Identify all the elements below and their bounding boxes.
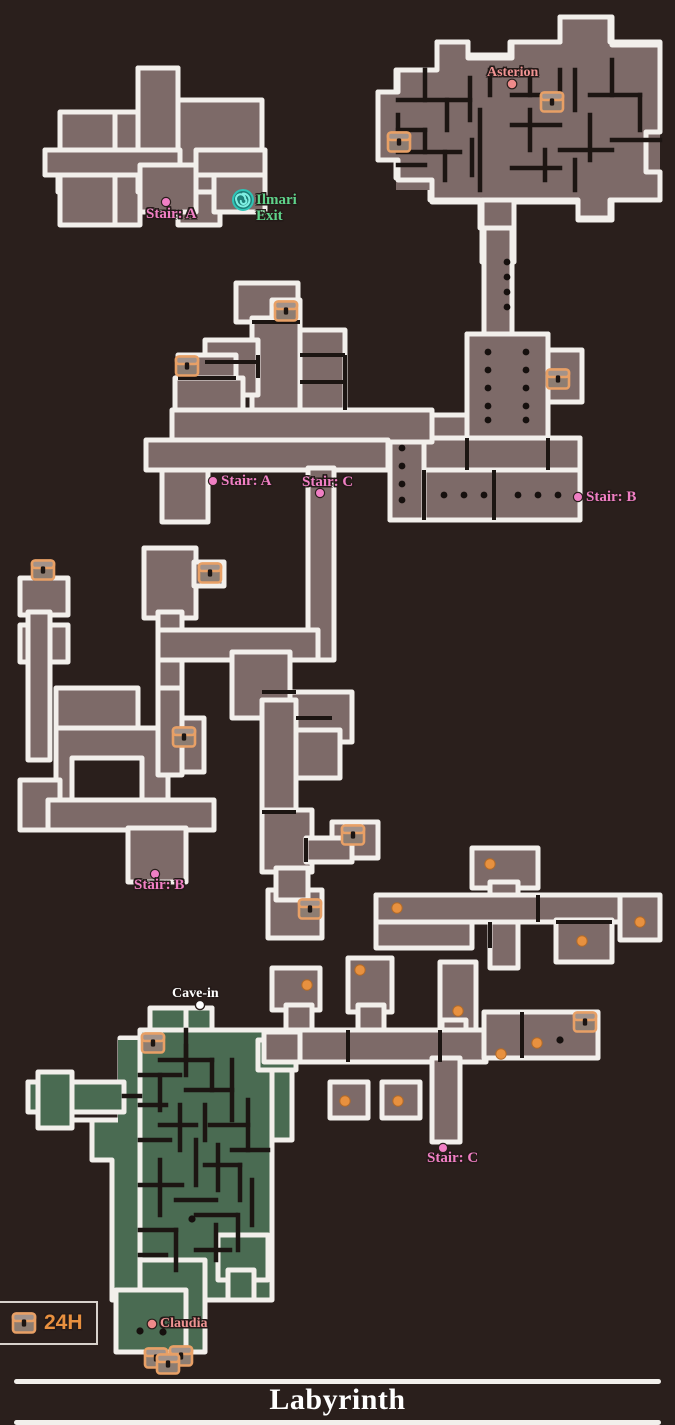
treasure-chest-icon[interactable] xyxy=(174,355,200,377)
stair-marker-dot[interactable] xyxy=(572,491,584,503)
maze-walls-top-right xyxy=(395,57,663,193)
corridor-top-to-mid xyxy=(481,225,515,343)
region-left-bottom-bar xyxy=(45,797,217,833)
item-dot-black xyxy=(188,1215,196,1223)
region-lr-room-a xyxy=(469,845,541,891)
npc-marker-dot[interactable] xyxy=(506,78,518,90)
item-dot-orange[interactable] xyxy=(301,979,313,991)
item-dot-black xyxy=(136,1327,144,1335)
map-title: Labyrinth xyxy=(269,1383,406,1416)
item-dot-orange[interactable] xyxy=(634,916,646,928)
region-cl-room-top xyxy=(141,545,199,621)
corridor-stair-c xyxy=(305,465,337,663)
green-maze-walls xyxy=(121,1027,271,1273)
treasure-chest-icon[interactable] xyxy=(297,898,323,920)
stair-marker-dot[interactable] xyxy=(149,868,161,880)
region-top-left-room-b xyxy=(57,172,118,228)
footer-rule-bottom xyxy=(14,1420,661,1425)
stair-marker-dot[interactable] xyxy=(314,487,326,499)
treasure-chest-icon xyxy=(11,1312,37,1334)
legend-label: 24H xyxy=(44,1311,83,1334)
region-top-left-room-a xyxy=(57,109,118,153)
region-cc-col xyxy=(259,697,299,815)
treasure-chest-icon[interactable] xyxy=(340,824,366,846)
item-dot-orange[interactable] xyxy=(354,964,366,976)
item-dot-orange[interactable] xyxy=(484,858,496,870)
marker-dot-layer xyxy=(146,78,584,1330)
region-cl-down xyxy=(155,685,185,778)
region-top-left-stair-room xyxy=(137,162,199,215)
stair-marker-dot[interactable] xyxy=(160,196,172,208)
treasure-chest-icon[interactable] xyxy=(197,562,223,584)
region-mid-sub-bar xyxy=(143,437,391,473)
region-stair-b-room xyxy=(125,825,189,885)
region-cc-col2 xyxy=(273,865,311,903)
centre-walls xyxy=(262,690,332,862)
region-mid-long-bar xyxy=(169,407,435,445)
black-item-dots xyxy=(136,1036,564,1336)
treasure-chest-icon[interactable] xyxy=(545,368,571,390)
region-lr-bar-b xyxy=(373,892,661,925)
item-dot-black xyxy=(159,1328,167,1336)
region-mid-right-lowbar xyxy=(417,435,583,473)
item-dot-black xyxy=(556,1036,564,1044)
region-lr-stairc-col xyxy=(429,1055,463,1145)
item-dot-orange[interactable] xyxy=(391,902,403,914)
map-footer: Labyrinth xyxy=(0,1365,675,1425)
npc-marker-dot[interactable] xyxy=(146,1318,158,1330)
treasure-chest-icon[interactable] xyxy=(273,300,299,322)
treasure-chest-icon[interactable] xyxy=(572,1011,598,1033)
stair-marker-dot[interactable] xyxy=(207,475,219,487)
treasure-chest-icon[interactable] xyxy=(30,559,56,581)
map-floors xyxy=(17,14,663,1375)
item-dot-orange[interactable] xyxy=(392,1095,404,1107)
item-dot-orange[interactable] xyxy=(576,935,588,947)
item-dot-orange[interactable] xyxy=(339,1095,351,1107)
stair-marker-dot[interactable] xyxy=(437,1142,449,1154)
item-dot-orange[interactable] xyxy=(452,1005,464,1017)
item-dot-orange[interactable] xyxy=(495,1048,507,1060)
orange-item-dots xyxy=(301,858,646,1107)
treasure-chest-icon[interactable] xyxy=(539,91,565,113)
region-green-roomL xyxy=(35,1069,75,1131)
region-mid-left-low xyxy=(172,375,246,415)
event-marker-dot[interactable] xyxy=(194,999,206,1011)
region-cc-right2 xyxy=(293,727,343,781)
region-left-col xyxy=(25,609,53,763)
region-green-bump2 xyxy=(225,1267,257,1303)
region-left-hole xyxy=(69,755,145,803)
treasure-chest-icon[interactable] xyxy=(171,726,197,748)
region-lr-room-f xyxy=(269,965,323,1013)
region-mid-col-b xyxy=(297,327,348,423)
footer-rule-top xyxy=(14,1379,661,1384)
corridor-green-to-lr xyxy=(261,1029,303,1065)
chest-legend[interactable]: 24H xyxy=(0,1301,98,1345)
region-top-right-casing xyxy=(375,14,663,233)
item-dot-orange[interactable] xyxy=(531,1037,543,1049)
region-left-box xyxy=(53,685,141,733)
region-left-chest-room-1 xyxy=(17,575,71,618)
region-mid-right-col xyxy=(464,331,551,441)
mid-right-dots xyxy=(398,258,562,504)
spiral-portal-icon[interactable] xyxy=(232,189,254,211)
treasure-chest-icon[interactable] xyxy=(140,1032,166,1054)
region-exit-bridge xyxy=(193,147,268,178)
lower-right-walls xyxy=(346,895,612,1062)
mid-cluster-walls xyxy=(178,320,347,410)
treasure-chest-icon[interactable] xyxy=(386,131,412,153)
region-lr-room-h xyxy=(481,1009,601,1061)
